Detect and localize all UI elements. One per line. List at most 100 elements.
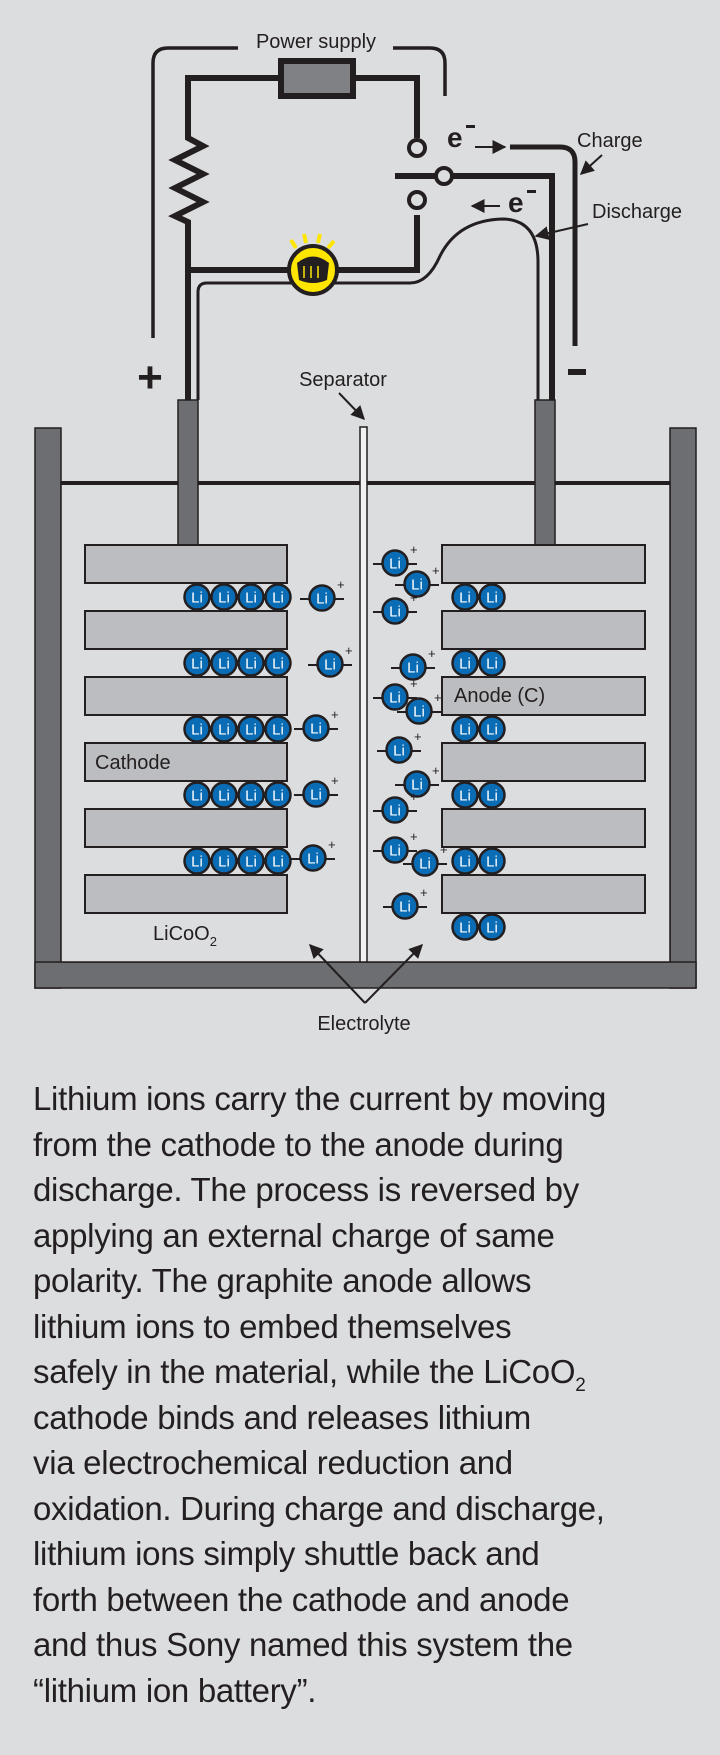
svg-text:Li: Li xyxy=(245,722,257,739)
lithium-ion-bound: Li xyxy=(237,847,265,875)
lithium-ion-free: Li+ xyxy=(294,707,339,742)
electrolyte-pointer-left xyxy=(309,943,366,1004)
lithium-ion-bound: Li xyxy=(237,649,265,677)
svg-text:Li: Li xyxy=(245,590,257,607)
caption-line: oxidation. During charge and discharge, xyxy=(33,1489,605,1527)
lithium-ion-bound: Li xyxy=(264,847,292,875)
lithium-ion-bound: Li xyxy=(183,649,211,677)
svg-text:Li: Li xyxy=(316,591,328,608)
power-supply-bracket xyxy=(151,46,238,338)
separator-pointer xyxy=(338,392,365,421)
lithium-ion-free: Li+ xyxy=(395,763,440,798)
svg-text:+: + xyxy=(434,690,442,705)
svg-text:Li: Li xyxy=(272,722,284,739)
lithium-ion-bound: Li xyxy=(183,715,211,743)
svg-text:Li: Li xyxy=(218,722,230,739)
charge-label: Charge xyxy=(577,130,643,152)
svg-text:Li: Li xyxy=(218,656,230,673)
caption-line: “lithium ion battery”. xyxy=(33,1671,317,1709)
svg-text:Li: Li xyxy=(245,656,257,673)
svg-text:Li: Li xyxy=(272,854,284,871)
lithium-ion-free: Li+ xyxy=(308,643,353,678)
lithium-ion-free: Li+ xyxy=(373,829,418,864)
svg-text:Li: Li xyxy=(310,787,322,804)
caption-subscript: 2 xyxy=(575,1375,586,1396)
switch-pivot xyxy=(434,166,454,186)
lithium-ion-bound: Li xyxy=(451,781,479,809)
svg-text:Li: Li xyxy=(191,788,203,805)
lithium-ion-bound: Li xyxy=(210,649,238,677)
battery-diagram: Power supply e Charge e Dischar xyxy=(34,31,697,1035)
lithium-ion-free: Li+ xyxy=(377,729,422,764)
svg-text:Li: Li xyxy=(310,721,322,738)
lithium-ion-bound: Li xyxy=(451,583,479,611)
lithium-ion-bound: Li xyxy=(210,847,238,875)
cathode-layer xyxy=(84,808,288,848)
cathode-layer xyxy=(84,544,288,584)
svg-text:Li: Li xyxy=(459,722,471,739)
svg-text:Li: Li xyxy=(407,660,419,677)
anode-layers xyxy=(441,544,646,914)
anode-layer xyxy=(441,874,646,914)
licoo2-label: LiCoO2 xyxy=(153,923,217,949)
lithium-ion-bound: Li xyxy=(210,781,238,809)
caption-line: via electrochemical reduction and xyxy=(33,1444,513,1481)
power-supply-box xyxy=(278,58,356,99)
lithium-ion-bound: Li xyxy=(478,583,506,611)
anode-layer xyxy=(441,610,646,650)
caption-line: Lithium ions carry the current by moving xyxy=(33,1080,607,1117)
electrolyte-pointer-right xyxy=(364,944,423,1004)
svg-text:+: + xyxy=(410,590,418,605)
svg-text:+: + xyxy=(410,789,418,804)
lithium-ion-free: Li + xyxy=(391,646,436,681)
svg-text:+: + xyxy=(428,646,436,661)
right-wire xyxy=(452,173,555,410)
lithium-ion-bound: Li xyxy=(264,583,292,611)
svg-text:Li: Li xyxy=(324,657,336,674)
charge-wire xyxy=(510,144,578,346)
svg-text:Li: Li xyxy=(486,788,498,805)
svg-text:Li: Li xyxy=(389,803,401,820)
circuit-wires xyxy=(168,75,555,410)
svg-text:+: + xyxy=(328,837,336,852)
cathode-layer xyxy=(84,742,288,782)
cathode-layers xyxy=(84,544,288,914)
lithium-ion-bound: Li xyxy=(478,781,506,809)
lithium-ion-bound: Li xyxy=(183,583,211,611)
lithium-ion-free: Li + xyxy=(294,773,339,808)
caption-line-text: safely in the material, while the LiCoO xyxy=(33,1353,576,1390)
svg-text:+: + xyxy=(410,829,418,844)
svg-text:+: + xyxy=(420,885,428,900)
electron-discharge-minus xyxy=(527,190,536,193)
svg-text:Li: Li xyxy=(486,722,498,739)
discharge-pointer xyxy=(534,223,589,240)
lithium-ion-free: Li+ xyxy=(300,577,345,612)
svg-text:Li: Li xyxy=(191,854,203,871)
lithium-ion-free: Li + xyxy=(373,590,418,625)
caption-line: cathode binds and releases lithium xyxy=(33,1398,531,1436)
svg-text:Li: Li xyxy=(389,690,401,707)
svg-text:Li: Li xyxy=(413,704,425,721)
lithium-ion-bound: Li xyxy=(210,583,238,611)
power-supply-label: Power supply xyxy=(256,31,376,53)
anode-label: Anode (C) xyxy=(454,685,545,707)
svg-text:Li: Li xyxy=(191,722,203,739)
lithium-ion-bound: Li xyxy=(183,781,211,809)
lithium-ion-bound: Li xyxy=(478,913,506,941)
switch-contact-top xyxy=(407,138,427,158)
svg-text:Li: Li xyxy=(272,788,284,805)
svg-text:+: + xyxy=(331,773,339,788)
anode-layer xyxy=(441,742,646,782)
lithium-ion-bound: Li xyxy=(478,715,506,743)
lithium-ion-bound: Li xyxy=(237,583,265,611)
caption-line: discharge. The process is reversed by xyxy=(33,1171,579,1208)
top-wire-right xyxy=(353,75,420,138)
svg-text:Li: Li xyxy=(389,604,401,621)
svg-text:Li: Li xyxy=(411,577,423,594)
svg-text:Li: Li xyxy=(459,788,471,805)
svg-text:Li: Li xyxy=(272,656,284,673)
lithium-ion-free: Li+ xyxy=(373,542,418,577)
caption-line: lithium ions simply shuttle back and xyxy=(33,1535,540,1572)
caption-line: applying an external charge of same xyxy=(33,1216,555,1254)
